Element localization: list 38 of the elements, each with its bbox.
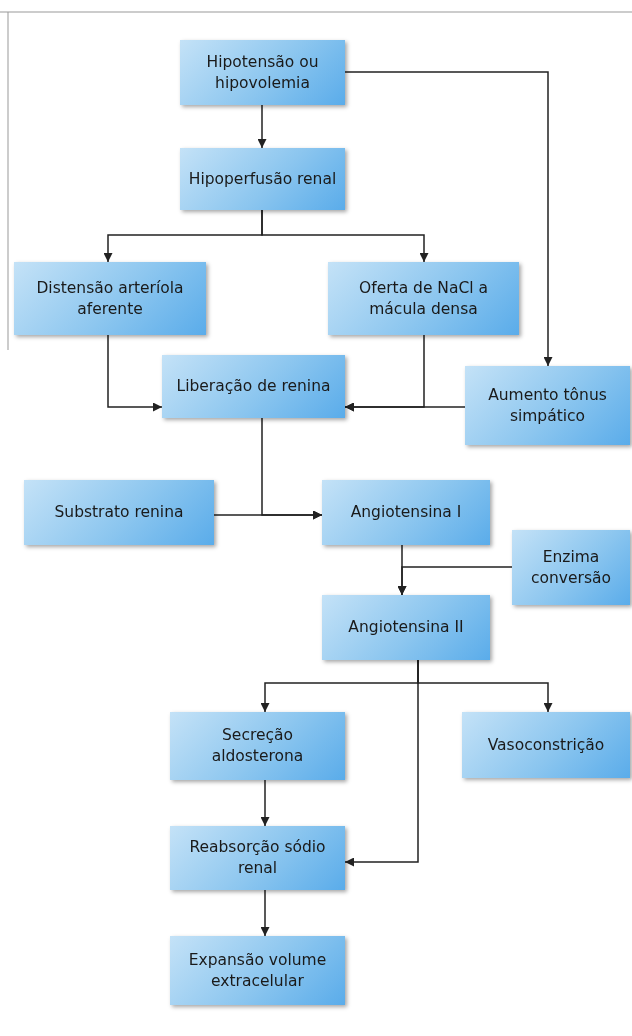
box-label: Substrato renina <box>54 502 184 523</box>
arrow <box>344 659 419 867</box>
box-label: Liberação de renina <box>176 376 331 397</box>
box-label: Reabsorção sódio renal <box>188 837 327 879</box>
arrow <box>213 510 323 520</box>
process-box <box>512 530 630 605</box>
process-box <box>462 712 630 778</box>
process-box <box>180 148 345 210</box>
box-label: Distensão arteríola aferente <box>35 277 185 320</box>
box-label: Enzima conversão <box>530 546 612 589</box>
box-label: Angiotensina II <box>348 617 464 638</box>
box-label: Vasoconstrição <box>487 734 605 756</box>
arrow <box>260 889 270 937</box>
box-label: Secreção aldosterona <box>210 725 305 767</box>
box-label: Angiotensina I <box>350 502 462 523</box>
process-box <box>14 262 206 335</box>
process-box <box>162 355 345 418</box>
box-label: Aumento tônus simpático <box>487 384 608 427</box>
arrow <box>344 402 466 412</box>
box-label: Hipotensão ou hipovolemia <box>205 51 320 94</box>
box-label: Hipoperfusão renal <box>188 168 337 190</box>
process-box <box>24 480 214 545</box>
box-label: Expansão volume extracelular <box>187 949 328 992</box>
process-box <box>322 480 490 545</box>
process-box <box>322 595 490 660</box>
box-label: Oferta de NaCl a mácula densa <box>358 277 489 320</box>
process-box <box>170 826 345 890</box>
process-box <box>170 936 345 1005</box>
arrow <box>397 566 513 596</box>
process-box <box>170 712 345 780</box>
process-box <box>465 366 630 445</box>
arrow <box>344 71 553 367</box>
arrow <box>260 779 270 827</box>
process-box <box>180 40 345 105</box>
arrow <box>107 334 163 412</box>
arrow <box>261 209 429 263</box>
arrow <box>257 104 267 149</box>
process-box <box>328 262 519 335</box>
